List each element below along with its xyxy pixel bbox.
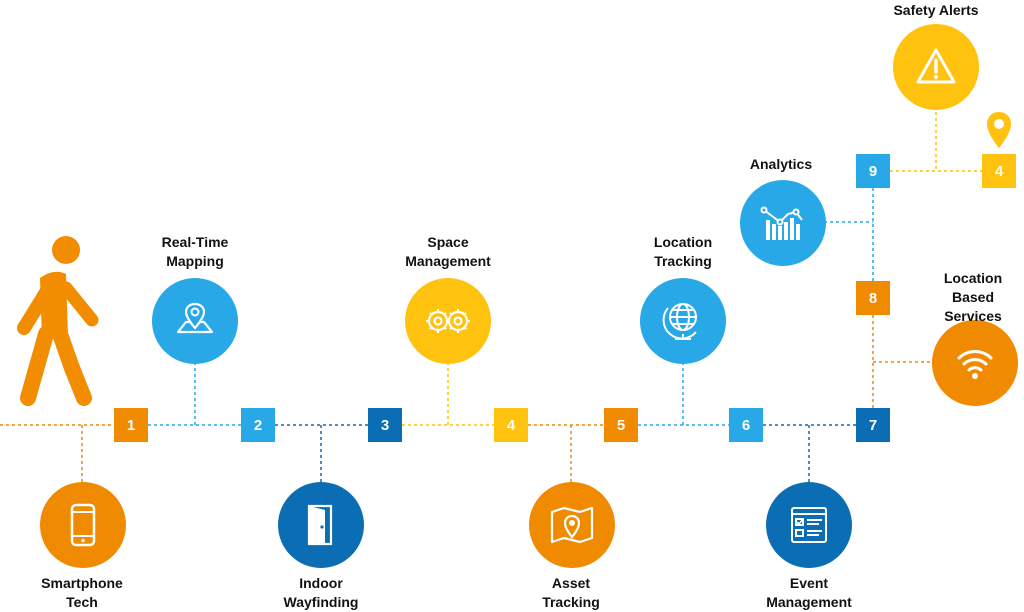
step-number-9: 9: [856, 154, 890, 188]
smartphone-circle: [40, 482, 126, 568]
label-indoor-wayfinding: Indoor Wayfinding: [283, 575, 359, 610]
label-event-management: Event Management: [766, 575, 852, 610]
location-pin-icon: [987, 112, 1011, 148]
label-location-tracking: Location Tracking: [653, 234, 713, 269]
space-circle: [405, 278, 491, 364]
step-number-6: 6: [729, 408, 763, 442]
step-number-1: 1: [114, 408, 148, 442]
checklist-icon: [791, 507, 827, 543]
event-circle: [766, 482, 852, 568]
analytics-circle: [740, 180, 826, 266]
step-number-4: 4: [494, 408, 528, 442]
step-number-2: 2: [241, 408, 275, 442]
step-number-7: 7: [856, 408, 890, 442]
location-tracking-circle: [640, 278, 726, 364]
step-number-8: 8: [856, 281, 890, 315]
label-safety-alerts: Safety Alerts: [893, 2, 979, 18]
step-number-3: 3: [368, 408, 402, 442]
mapping-circle: [152, 278, 238, 364]
asset-circle: [529, 482, 615, 568]
wifi-icon: [957, 350, 993, 379]
wayfinding-circle: [278, 482, 364, 568]
warning-icon: [916, 48, 956, 84]
label-location-based-services: Location Based Services: [943, 270, 1003, 324]
lbs-circle: [932, 320, 1018, 406]
step-number-5: 5: [604, 408, 638, 442]
smartphone-icon: [70, 503, 96, 547]
end-number-4: 4: [982, 154, 1016, 188]
walking-person-icon: [17, 236, 99, 406]
globe-icon: [662, 303, 697, 340]
map-location-icon: [550, 506, 594, 544]
label-real-time-mapping: Real-Time Mapping: [161, 234, 229, 269]
analytics-chart-icon: [760, 206, 803, 240]
label-space-management: Space Management: [405, 234, 491, 269]
map-pin-icon: [176, 302, 214, 334]
label-smartphone-tech: Smartphone Tech: [41, 575, 123, 610]
safety-circle: [893, 24, 979, 110]
door-icon: [307, 504, 333, 546]
label-asset-tracking: Asset Tracking: [542, 575, 600, 610]
gears-icon: [426, 309, 470, 333]
label-analytics: Analytics: [749, 156, 813, 172]
